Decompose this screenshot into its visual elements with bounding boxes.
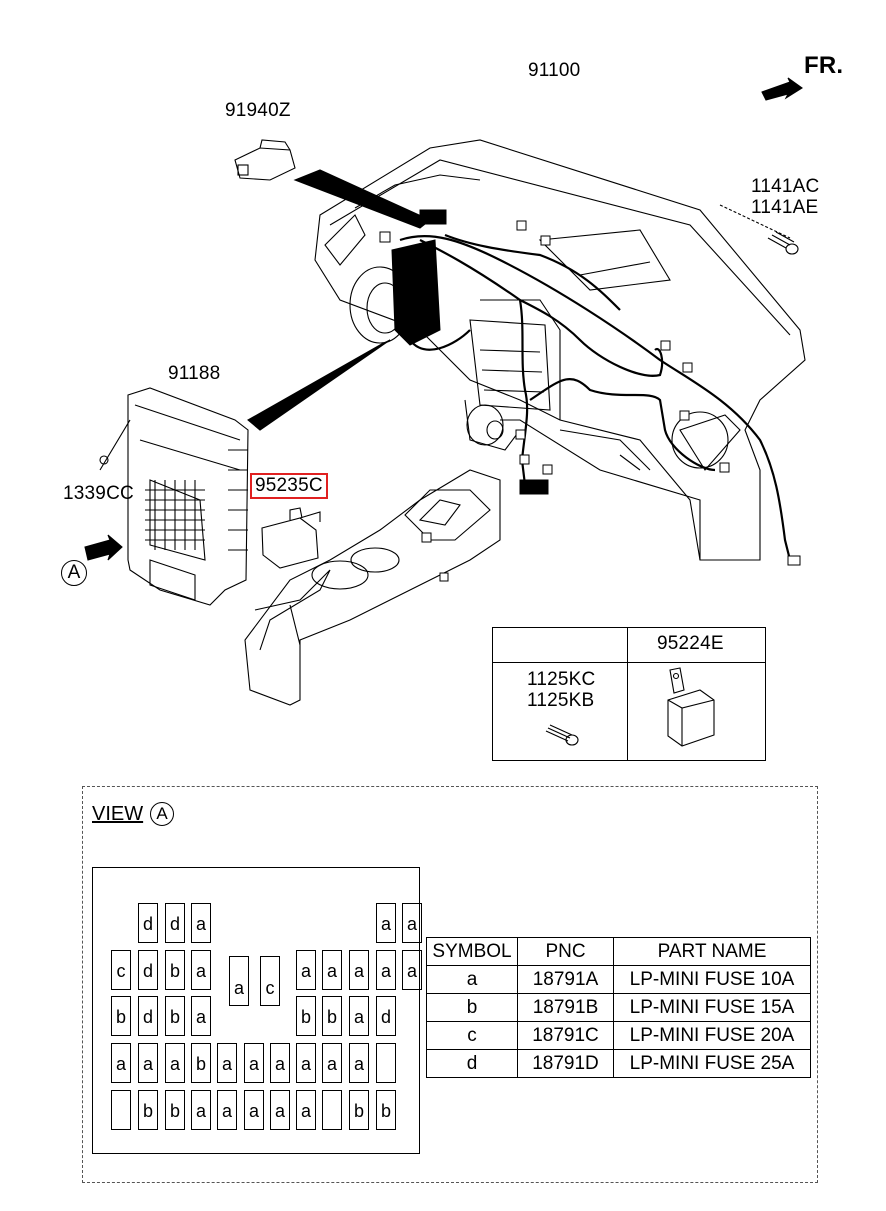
- view-a-marker: A: [61, 560, 87, 586]
- fuse-slot: a: [244, 1090, 264, 1130]
- cell-part-name: LP-MINI FUSE 25A: [613, 1049, 811, 1078]
- fuse-slot: b: [322, 996, 342, 1036]
- part-1125kb: 1125KB: [527, 690, 595, 711]
- fuse-slot-center: a: [229, 956, 249, 1006]
- fuse-slot: b: [191, 1043, 211, 1083]
- bolt-1141ac: [771, 234, 791, 246]
- part-1141ac: 1141AC: [751, 176, 820, 197]
- dashboard-outline: [314, 139, 806, 561]
- fuse-slot: a: [296, 950, 316, 990]
- fuse-slot: b: [376, 1090, 396, 1130]
- fuse-slot: [111, 1090, 131, 1130]
- fuse-slot: b: [165, 996, 185, 1036]
- part-91940z: 91940Z: [225, 100, 291, 121]
- fuse-slot: a: [296, 1043, 316, 1083]
- wiring-harness: [399, 234, 792, 561]
- fuse-slot: d: [376, 996, 396, 1036]
- cell-symbol: b: [426, 993, 518, 1022]
- fuse-slot: a: [402, 903, 422, 943]
- fuse-slot: a: [349, 950, 369, 990]
- fuse-slot: c: [111, 950, 131, 990]
- header-part-name: PART NAME: [613, 937, 811, 966]
- view-a-box: [82, 786, 818, 1183]
- fuse-slot: [376, 1043, 396, 1083]
- table-row: c 18791C LP-MINI FUSE 20A: [426, 1021, 811, 1050]
- fuse-slot: a: [244, 1043, 264, 1083]
- fuse-slot: [322, 1090, 342, 1130]
- cell-symbol: d: [426, 1049, 518, 1078]
- fuse-slot: a: [165, 1043, 185, 1083]
- fuse-slot: a: [138, 1043, 158, 1083]
- fuse-slot: a: [191, 950, 211, 990]
- fuse-slot: a: [376, 903, 396, 943]
- fuse-slot: a: [191, 996, 211, 1036]
- part-95235c-highlighted[interactable]: 95235C: [250, 473, 328, 499]
- fuse-slot: a: [322, 950, 342, 990]
- fuse-slot: d: [165, 903, 185, 943]
- fuse-slot: b: [138, 1090, 158, 1130]
- fuse-slot: b: [111, 996, 131, 1036]
- fuse-slot: a: [191, 1090, 211, 1130]
- cell-part-name: LP-MINI FUSE 15A: [613, 993, 811, 1022]
- fuse-slot: a: [296, 1090, 316, 1130]
- fuse-slot-center: c: [260, 956, 280, 1006]
- cell-part-name: LP-MINI FUSE 10A: [613, 965, 811, 994]
- fuse-slot: b: [165, 950, 185, 990]
- cell-pnc: 18791C: [517, 1021, 614, 1050]
- fuse-panel: [92, 867, 420, 1154]
- bolt-1125kc: [547, 727, 571, 739]
- fuse-slot: b: [296, 996, 316, 1036]
- fr-label: FR.: [804, 52, 844, 79]
- cell-symbol: a: [426, 965, 518, 994]
- cell-pnc: 18791B: [517, 993, 614, 1022]
- fuse-slot: a: [111, 1043, 131, 1083]
- header-pnc: PNC: [517, 937, 614, 966]
- part-91188: 91188: [168, 363, 221, 384]
- symbol-table: SYMBOL PNC PART NAME a 18791A LP-MINI FU…: [426, 937, 811, 1078]
- fuse-slot: b: [349, 1090, 369, 1130]
- junction-box-91188: [127, 387, 249, 606]
- fuse-slot: a: [376, 950, 396, 990]
- fuse-slot: a: [217, 1090, 237, 1130]
- part-95224e: 95224E: [657, 633, 724, 654]
- fuse-slot: d: [138, 903, 158, 943]
- part-1141ae: 1141AE: [751, 197, 819, 218]
- fuse-slot: a: [217, 1043, 237, 1083]
- fuse-slot: a: [270, 1043, 290, 1083]
- fuse-slot: d: [138, 996, 158, 1036]
- part-91100: 91100: [528, 60, 581, 81]
- table-row: d 18791D LP-MINI FUSE 25A: [426, 1049, 811, 1078]
- center-console: [244, 469, 501, 706]
- fuse-slot: a: [349, 996, 369, 1036]
- cell-pnc: 18791D: [517, 1049, 614, 1078]
- part-1125kc: 1125KC: [527, 669, 596, 690]
- cell-part-name: LP-MINI FUSE 20A: [613, 1021, 811, 1050]
- view-circle-letter: A: [150, 802, 174, 826]
- fuse-slot: a: [322, 1043, 342, 1083]
- cell-symbol: c: [426, 1021, 518, 1050]
- fuse-slot: a: [270, 1090, 290, 1130]
- part-1339cc: 1339CC: [63, 483, 134, 504]
- fuse-slot: a: [349, 1043, 369, 1083]
- fuse-slot: d: [138, 950, 158, 990]
- table-row: b 18791B LP-MINI FUSE 15A: [426, 993, 811, 1022]
- front-arrow-icon: [761, 77, 803, 101]
- fuse-slot: b: [165, 1090, 185, 1130]
- table-header-row: SYMBOL PNC PART NAME: [426, 937, 811, 966]
- table-row: a 18791A LP-MINI FUSE 10A: [426, 965, 811, 994]
- inset-box: [492, 627, 766, 761]
- fuse-slot: a: [402, 950, 422, 990]
- relay-95224e: [667, 689, 715, 747]
- view-title: VIEW: [92, 803, 144, 825]
- fuse-slot: a: [191, 903, 211, 943]
- relay-95235c: [261, 517, 319, 569]
- header-symbol: SYMBOL: [426, 937, 518, 966]
- cell-pnc: 18791A: [517, 965, 614, 994]
